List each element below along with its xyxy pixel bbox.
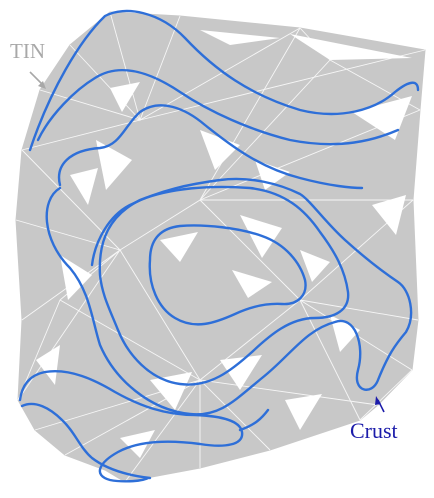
tin-annotation: TIN	[10, 39, 46, 89]
tin-mesh	[16, 12, 425, 482]
crust-label: Crust	[350, 418, 398, 443]
tin-hull	[16, 12, 425, 482]
tin-label: TIN	[10, 39, 45, 63]
